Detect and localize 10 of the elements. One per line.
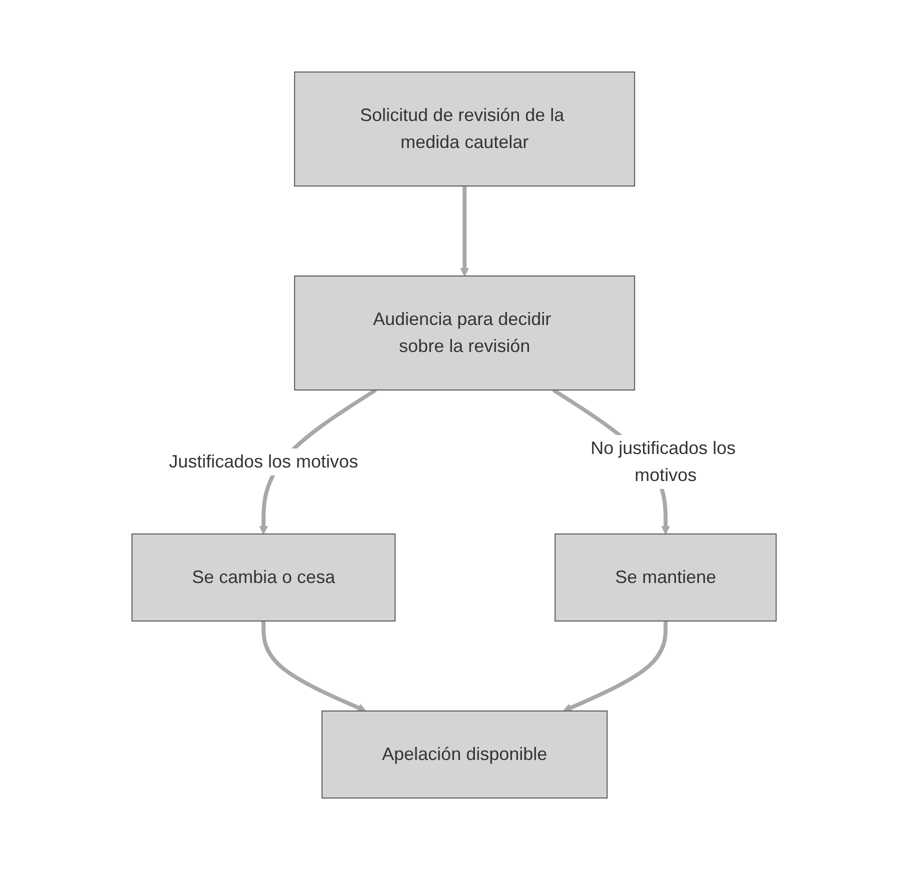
node-box: Audiencia para decidir sobre la revisión — [294, 275, 635, 390]
node-box: Se cambia o cesa — [131, 533, 396, 621]
edge-label: Justificados los motivos — [168, 451, 358, 471]
edge-label: No justificados los motivos — [590, 438, 736, 484]
arrow — [261, 620, 366, 712]
arrow — [562, 620, 668, 712]
node-box: Apelación disponible — [321, 710, 608, 798]
node-box: Solicitud de revisión de la medida cautelar — [294, 71, 635, 186]
arrow — [460, 186, 469, 276]
node-box: Se mantiene — [554, 533, 777, 621]
